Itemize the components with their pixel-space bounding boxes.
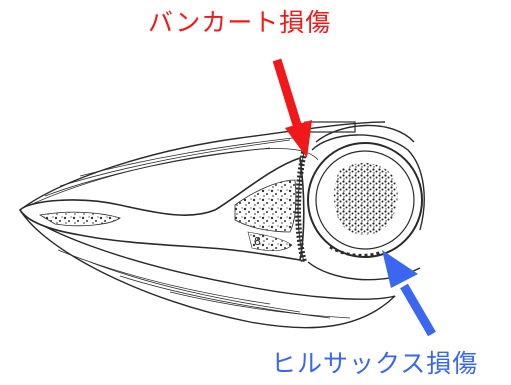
humeral-head bbox=[308, 143, 422, 257]
bankart-arrow bbox=[277, 60, 312, 158]
scapula-body: 8 bbox=[20, 158, 304, 260]
svg-text:8: 8 bbox=[254, 235, 261, 248]
hill-sachs-arrow bbox=[382, 250, 432, 334]
